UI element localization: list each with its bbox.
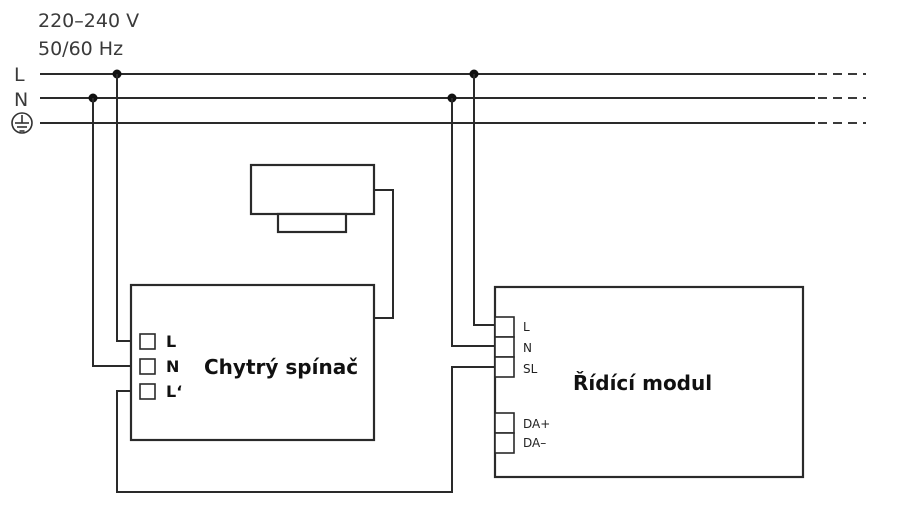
module-terminal-n [494, 336, 515, 358]
switch-terminal-label: N [166, 357, 179, 376]
smart-switch-box [129, 283, 376, 442]
module-terminal-l [494, 316, 515, 338]
switch-terminal-l-prime [139, 383, 156, 400]
luminaire-icon [249, 163, 376, 234]
smart-switch-title: Chytrý spínač [204, 355, 358, 379]
switch-terminal-label: L [166, 332, 176, 351]
module-terminal-label: DA+ [523, 417, 550, 431]
module-terminal-label: N [523, 341, 532, 355]
wire-neutral-to-switch [92, 98, 140, 367]
line-label-neutral: N [14, 89, 28, 111]
switch-terminal-l [139, 333, 156, 350]
module-terminal-label: DA– [523, 436, 546, 450]
wire-switched-live [116, 366, 496, 493]
wire-live-to-module [473, 74, 496, 326]
control-module-terminals [494, 316, 515, 454]
smart-switch-terminals [139, 333, 156, 400]
wire-neutral-to-module [451, 98, 496, 347]
wire-load-to-switch [374, 189, 394, 319]
line-label-live: L [14, 64, 25, 86]
control-module-title: Řídící modul [573, 371, 712, 395]
switch-terminal-label: L‘ [166, 382, 182, 401]
supply-voltage: 220–240 V [38, 10, 139, 32]
module-terminal-sl [494, 356, 515, 378]
protective-earth-icon [11, 112, 33, 134]
module-terminal-da-minus [494, 432, 515, 454]
control-module-box [493, 285, 805, 479]
module-terminal-label: L [523, 320, 530, 334]
module-terminal-da-plus [494, 412, 515, 434]
supply-frequency: 50/60 Hz [38, 38, 123, 60]
module-terminal-label: SL [523, 362, 538, 376]
switch-terminal-n [139, 358, 156, 375]
